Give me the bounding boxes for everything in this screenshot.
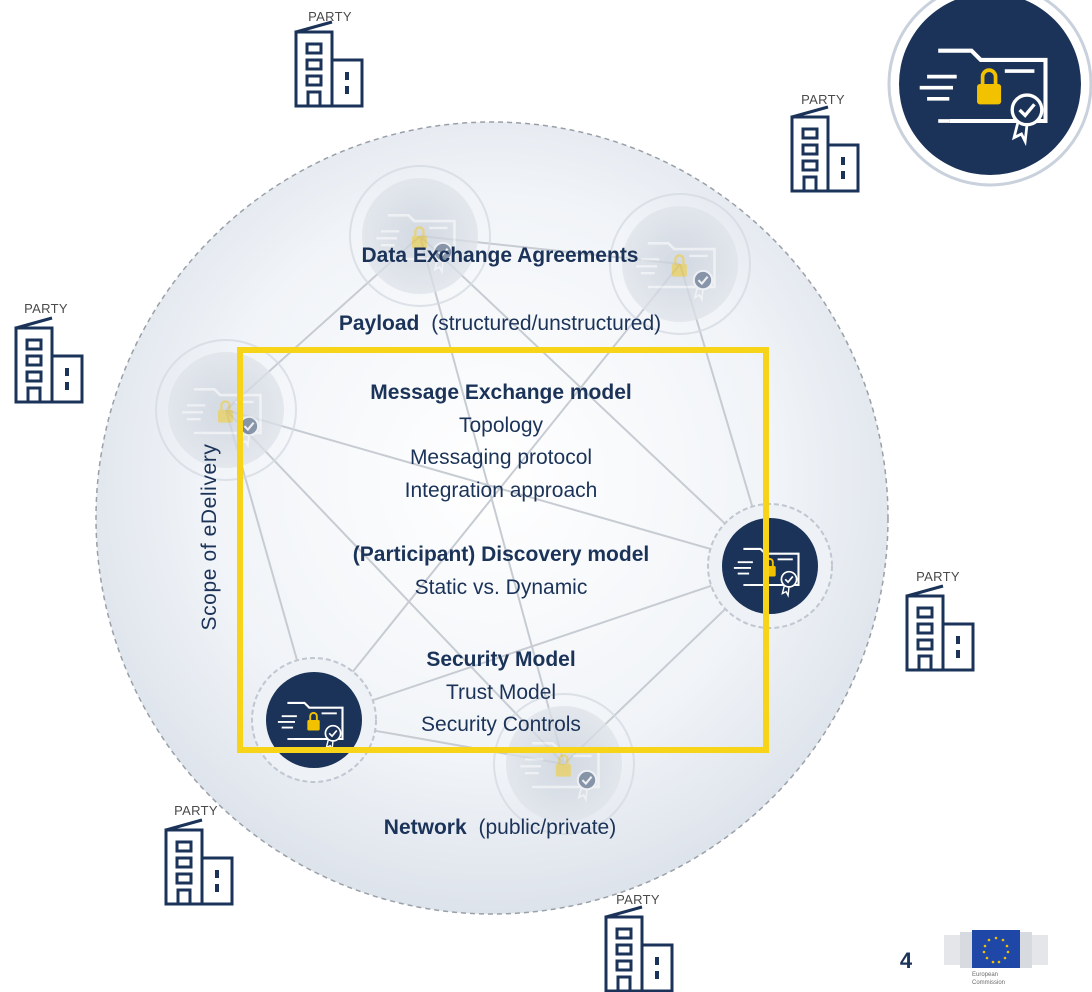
building-icon [604,905,674,992]
security-item: Security Controls [421,713,581,736]
party-label: PARTY [616,892,660,907]
party: PARTY [14,301,84,404]
party-label: PARTY [801,92,845,107]
party-label: PARTY [174,803,218,818]
building-icon [14,316,84,404]
security-title: Security Model [426,648,575,671]
payload-title: Payload [339,312,420,335]
party-label: PARTY [24,301,68,316]
message-exchange-highlight-box [237,347,769,753]
top-right-security-icon [887,0,1092,187]
party-label: PARTY [308,9,352,24]
building-icon [790,105,860,193]
party: PARTY [790,92,860,193]
party-label: PARTY [916,569,960,584]
message-exchange-item: Topology [459,414,544,437]
payload-line: Payload (structured/unstructured) [339,312,661,335]
building-icon [164,818,234,906]
network-detail: (public/private) [478,816,616,839]
party: PARTY [905,569,975,672]
logo-text: European [972,972,998,978]
message-exchange-title: Message Exchange model [370,381,631,404]
party: PARTY [604,892,674,992]
scope-label: Scope of eDelivery [198,443,221,630]
party: PARTY [164,803,234,906]
network-title: Network [384,816,467,839]
discovery-title: (Participant) Discovery model [353,543,649,566]
building-icon [294,20,364,108]
network-line: Network (public/private) [384,816,616,839]
ghost-node [349,165,491,307]
message-exchange-item: Integration approach [405,479,598,502]
party: PARTY [294,9,364,108]
building-icon [905,584,975,672]
message-exchange-item: Messaging protocol [410,446,592,469]
security-item: Trust Model [446,681,556,704]
active-node [707,503,833,629]
european-commission-logo: European Commission [944,930,1048,986]
data-exchange-title: Data Exchange Agreements [362,244,639,267]
discovery-item: Static vs. Dynamic [415,576,588,599]
page-number: 4 [900,948,913,973]
ghost-node [493,693,635,835]
ghost-node [609,193,751,335]
active-node [251,657,377,783]
logo-text: Commission [972,980,1005,986]
eu-stars-icon [982,936,1010,964]
ghost-node [155,339,297,481]
payload-detail: (structured/unstructured) [431,312,661,335]
